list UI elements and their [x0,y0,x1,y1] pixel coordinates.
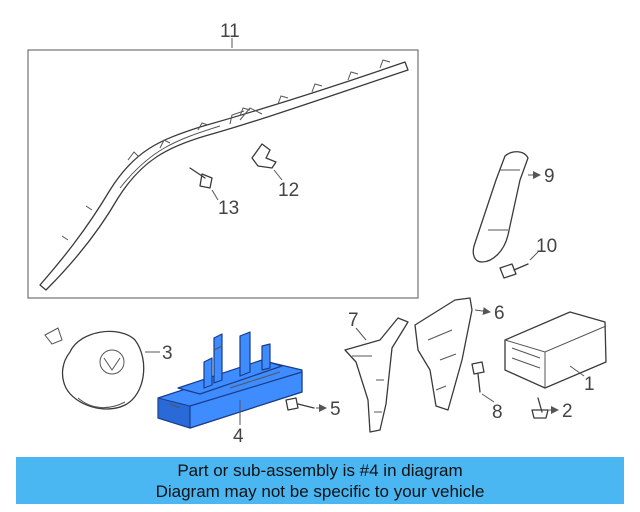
callout-4: 4 [233,426,244,447]
part-2-bolt[interactable] [531,397,549,419]
part-7-bracket[interactable] [344,317,409,433]
part-1-passenger-airbag-group: 1 [504,311,607,395]
callout-2: 2 [562,401,573,422]
part-11-frame [27,49,419,299]
callout-7: 7 [348,310,359,331]
part-10-bolt[interactable] [499,263,529,279]
parts-diagram: 11 12 13 9 10 3 4 [27,21,607,447]
part-3-driver-airbag[interactable] [61,330,145,410]
part-8-bolt-group: 8 [471,361,503,423]
part-5-bolt[interactable] [285,397,315,411]
part-8-bolt[interactable] [471,361,485,393]
caption-line-2: Diagram may not be specific to your vehi… [155,481,485,501]
callout-3: 3 [162,343,173,364]
part-9-trim-panel[interactable] [472,151,529,263]
callout-9: 9 [544,166,555,187]
part-7-bracket-group: 7 [344,310,409,433]
callout-5: 5 [330,399,341,420]
callout-12: 12 [278,180,299,201]
callout-1: 1 [584,374,595,395]
caption-line-1: Part or sub-assembly is #4 in diagram [177,460,463,480]
part-9-trim-group: 9 [472,151,555,263]
part-10-bolt-group: 10 [499,236,557,279]
caption-banner: Part or sub-assembly is #4 in diagram Di… [16,457,624,504]
callout-13: 13 [218,198,239,219]
part-6-bracket-group: 6 [414,297,505,411]
part-1-passenger-airbag[interactable] [504,311,607,389]
part-3-driver-airbag-group: 3 [44,327,173,410]
part-11-curtain-airbag[interactable] [39,61,409,291]
part-2-bolt-group: 2 [531,397,573,422]
callout-6: 6 [494,303,505,324]
part-5-bolt-group: 5 [285,397,341,420]
callout-8: 8 [492,402,503,423]
part-11-curtain-airbag-group: 11 12 13 [27,21,419,299]
callout-10: 10 [536,236,557,257]
part-12-clip[interactable] [251,143,277,169]
part-13-bolt[interactable] [189,167,213,189]
part-6-bracket[interactable] [414,297,473,411]
callout-11: 11 [220,21,240,42]
part-4-airbag-module[interactable] [157,331,303,429]
